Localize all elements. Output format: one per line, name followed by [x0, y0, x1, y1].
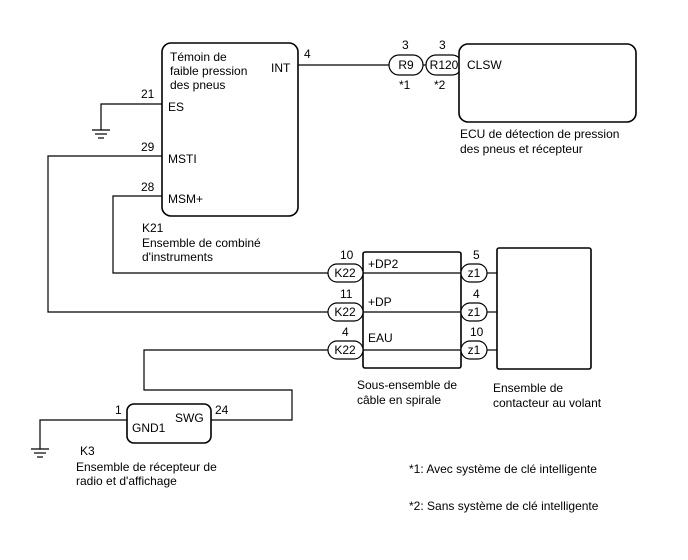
- ecu-desc-line-1: ECU de détection de pression: [460, 127, 619, 141]
- z1-dp2-label: z1: [468, 266, 481, 280]
- k22-connector-dp2: [327, 263, 364, 283]
- spiral-desc-line-2: câble en spirale: [357, 393, 441, 407]
- meter-pin-es-num: 21: [141, 87, 155, 101]
- spiral-row-dp2: +DP2 K22 10 z1 5: [327, 248, 497, 283]
- connector-r120-note: *2: [434, 78, 446, 92]
- eau-signal-label: EAU: [368, 331, 393, 345]
- k22-connector-dp: [327, 302, 364, 322]
- meter-pin-int-num: 4: [304, 47, 311, 61]
- z1-eau-label: z1: [468, 343, 481, 357]
- footnote-2: *2: Sans système de clé intelligente: [409, 499, 599, 513]
- dp-signal-label: +DP: [368, 295, 392, 309]
- combination-meter-box: [161, 42, 299, 217]
- ecu-desc-line-2: des pneus et récepteur: [460, 142, 583, 156]
- footnote-1: *1: Avec système de clé intelligente: [409, 462, 597, 476]
- k22-dp2-label: K22: [334, 266, 356, 280]
- msti-to-dp-wire: [47, 155, 328, 313]
- switch-desc-line-1: Ensemble de: [493, 381, 563, 395]
- spiral-desc-line-1: Sous-ensemble de: [357, 378, 457, 392]
- meter-title-line-2: faible pression: [170, 64, 247, 78]
- tpms-ecu-box: [458, 43, 637, 123]
- spiral-row-eau: EAU K22 4 z1 10: [327, 325, 497, 360]
- dp2-signal-label: +DP2: [368, 257, 399, 271]
- spiral-row-dp: +DP K22 11 z1 4: [327, 287, 497, 322]
- z1-dp-pin: 4: [473, 287, 480, 301]
- meter-title-line-3: des pneus: [170, 78, 225, 92]
- meter-desc-line-2: d'instruments: [142, 250, 213, 264]
- radio-desc-line-2: radio et d'affichage: [76, 474, 177, 488]
- es-wire: [100, 103, 162, 130]
- meter-desc-line-1: Ensemble de combiné: [142, 236, 261, 250]
- radio-pin-gnd1-label: GND1: [132, 421, 166, 435]
- radio-pin-swg-num: 24: [215, 403, 229, 417]
- msm-wire: 28: [112, 180, 328, 274]
- meter-pin-int-label: INT: [271, 61, 291, 75]
- meter-pin-es-label: ES: [168, 100, 184, 114]
- eau-swg-path: [143, 349, 328, 421]
- connector-r120-pin: 3: [439, 38, 446, 52]
- ecu-pin-clsw-label: CLSW: [467, 58, 502, 72]
- k22-dp-label: K22: [334, 305, 356, 319]
- meter-pin-msti-label: MSTI: [168, 152, 197, 166]
- z1-connector-dp2: [460, 263, 488, 283]
- connector-r9-shape: [388, 54, 424, 76]
- connector-r120: R120 3 *2: [425, 38, 463, 92]
- radio-receiver-box: [126, 403, 212, 444]
- connector-r9-pin: 3: [402, 38, 409, 52]
- tpms-ecu: CLSW ECU de détection de pression des pn…: [458, 43, 637, 156]
- k22-eau-label: K22: [334, 343, 356, 357]
- radio-pin-gnd1-num: 1: [115, 403, 122, 417]
- radio-receiver: GND1 SWG K3 Ensemble de récepteur de rad…: [76, 403, 217, 488]
- z1-dp2-pin: 5: [473, 248, 480, 262]
- eau-to-swg-wire: 24: [143, 349, 328, 421]
- gnd1-ground-wire: 1: [31, 403, 127, 458]
- connector-r9-label: R9: [398, 58, 414, 72]
- connector-r9: R9 3 *1: [388, 38, 424, 92]
- meter-pin-msm-label: MSM+: [168, 192, 203, 206]
- radio-desc-line-1: Ensemble de récepteur de: [76, 460, 217, 474]
- k22-eau-pin: 4: [342, 325, 349, 339]
- switch-desc-line-2: contacteur au volant: [493, 396, 602, 410]
- meter-title-line-1: Témoin de: [170, 50, 227, 64]
- es-ground-wire: 21: [92, 87, 162, 139]
- connector-r120-label: R120: [430, 58, 459, 72]
- meter-pin-msti-num: 29: [141, 140, 155, 154]
- connector-r9-note: *1: [399, 78, 411, 92]
- meter-code: K21: [142, 221, 164, 235]
- z1-eau-pin: 10: [470, 325, 484, 339]
- z1-dp-label: z1: [468, 305, 481, 319]
- steering-switch: Ensemble de contacteur au volant: [493, 247, 602, 410]
- combination-meter: Témoin de faible pression des pneus INT …: [142, 42, 299, 264]
- msm-to-dp2-wire: [112, 195, 328, 274]
- k22-dp2-pin: 10: [340, 248, 354, 262]
- footnotes: *1: Avec système de clé intelligente *2:…: [409, 462, 599, 513]
- z1-connector-eau: [460, 340, 488, 360]
- radio-code: K3: [80, 444, 95, 458]
- spiral-cable: Sous-ensemble de câble en spirale +DP2 K…: [327, 248, 497, 407]
- steering-switch-box: [496, 247, 592, 370]
- meter-pin-msm-num: 28: [141, 180, 155, 194]
- k22-dp-pin: 11: [340, 287, 353, 301]
- gnd1-wire: [39, 419, 127, 449]
- radio-pin-swg-label: SWG: [175, 411, 204, 425]
- z1-connector-dp: [460, 302, 488, 322]
- msti-wire: 29: [47, 140, 328, 313]
